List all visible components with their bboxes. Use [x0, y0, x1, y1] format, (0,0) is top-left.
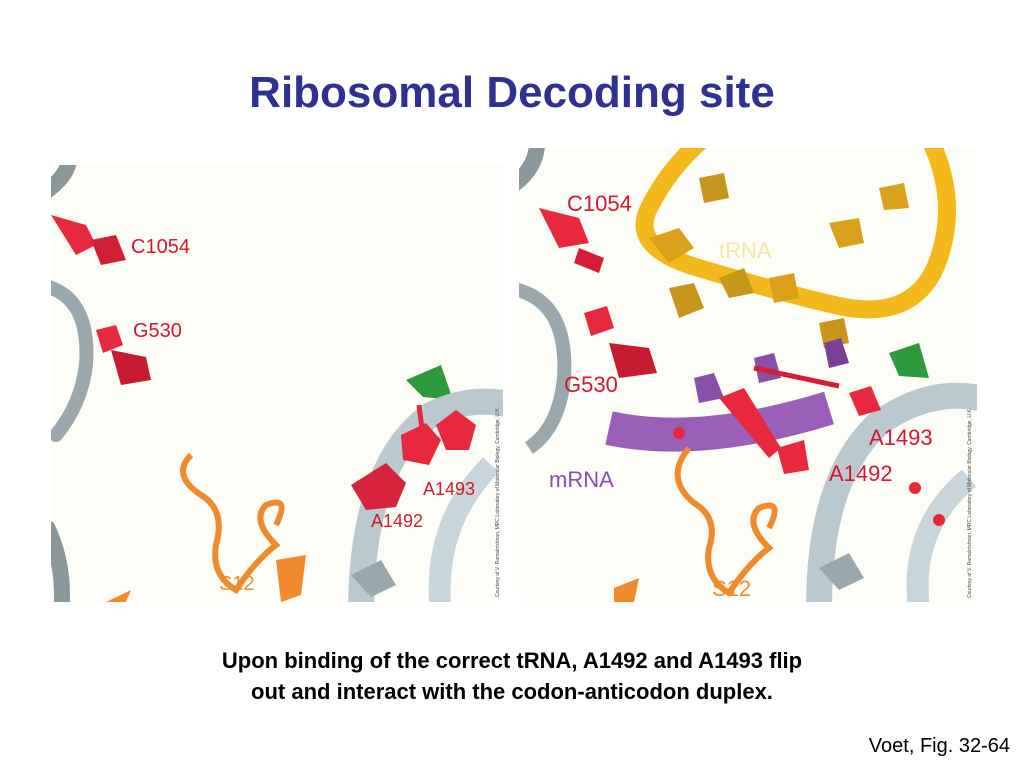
figure-reference: Voet, Fig. 32-64: [868, 735, 1010, 757]
left-label-g530: G530: [133, 320, 182, 342]
left-label-a1493: A1493: [423, 479, 475, 499]
right-structure-svg: C1054 tRNA G530 mRNA A1493 A1492 S12 Cou…: [519, 148, 977, 602]
slide-title: Ribosomal Decoding site: [249, 68, 775, 117]
left-credit-text: Courtesy of V. Ramakrishnan, MRC Laborat…: [495, 407, 501, 597]
left-structure-svg: C1054 G530 A1493 A1492 S12 Courtesy of V…: [51, 165, 503, 602]
caption-line-2: out and interact with the codon-anticodo…: [251, 679, 773, 704]
left-label-a1492: A1492: [371, 511, 423, 531]
right-label-a1493: A1493: [869, 425, 933, 450]
caption-line-1: Upon binding of the correct tRNA, A1492 …: [221, 648, 803, 673]
left-structure-image: C1054 G530 A1493 A1492 S12 Courtesy of V…: [51, 165, 503, 602]
right-label-trna: tRNA: [719, 238, 772, 263]
right-label-s12: S12: [712, 576, 751, 601]
right-structure-image: C1054 tRNA G530 mRNA A1493 A1492 S12 Cou…: [519, 148, 977, 602]
right-credit-text: Courtesy of V. Ramakrishnan, MRC Laborat…: [967, 408, 973, 598]
right-label-g530: G530: [564, 372, 618, 397]
slide-caption: Upon binding of the correct tRNA, A1492 …: [0, 645, 1024, 707]
left-label-c1054: C1054: [131, 236, 190, 258]
left-label-s12: S12: [219, 573, 255, 595]
right-label-a1492: A1492: [829, 461, 893, 486]
right-label-mrna: mRNA: [549, 467, 614, 492]
right-label-c1054: C1054: [567, 191, 632, 216]
